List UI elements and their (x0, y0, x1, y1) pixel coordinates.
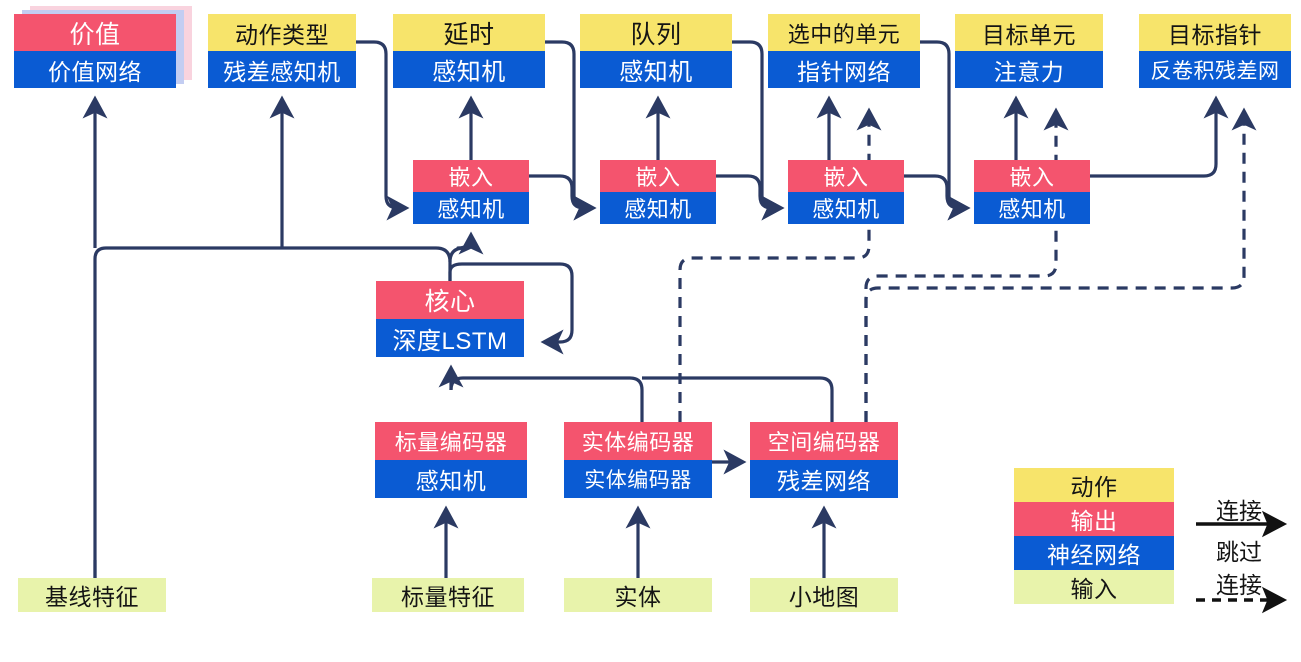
node-embed-4-bottom: 感知机 (974, 192, 1090, 224)
node-entity-encoder-top: 实体编码器 (564, 422, 712, 460)
node-spatial-encoder[interactable]: 空间编码器 残差网络 (750, 422, 898, 498)
node-queued[interactable]: 队列 感知机 (580, 14, 732, 88)
node-embed-2-bottom: 感知机 (600, 192, 716, 224)
node-delay-bottom: 感知机 (393, 51, 545, 88)
node-core-bottom: 深度LSTM (376, 319, 524, 357)
node-selected-units-bottom: 指针网络 (768, 51, 920, 88)
node-action-type-bottom: 残差感知机 (208, 51, 356, 88)
node-embed-4-top: 嵌入 (974, 160, 1090, 192)
node-embed-1-top: 嵌入 (413, 160, 529, 192)
node-selected-units-top: 选中的单元 (768, 14, 920, 51)
skip-connections (678, 107, 1257, 422)
node-target-unit-bottom: 注意力 (955, 51, 1103, 88)
node-entity-encoder[interactable]: 实体编码器 实体编码器 (564, 422, 712, 498)
input-entities[interactable]: 实体 (564, 578, 712, 612)
node-target-pointer-bottom: 反卷积残差网 (1139, 51, 1291, 88)
node-delay-top: 延时 (393, 14, 545, 51)
input-scalar-features[interactable]: 标量特征 (372, 578, 524, 612)
legend-row-input: 输入 (1014, 570, 1174, 604)
node-spatial-encoder-top: 空间编码器 (750, 422, 898, 460)
node-scalar-encoder-top: 标量编码器 (375, 422, 527, 460)
node-embed-2-top: 嵌入 (600, 160, 716, 192)
node-selected-units[interactable]: 选中的单元 指针网络 (768, 14, 920, 88)
node-embed-3-top: 嵌入 (788, 160, 904, 192)
node-target-pointer-top: 目标指针 (1139, 14, 1291, 51)
legend-row-output: 输出 (1014, 502, 1174, 536)
node-delay[interactable]: 延时 感知机 (393, 14, 545, 88)
node-value-bottom: 价值网络 (14, 51, 176, 88)
node-target-unit-top: 目标单元 (955, 14, 1103, 51)
node-target-unit[interactable]: 目标单元 注意力 (955, 14, 1103, 88)
node-embed-2[interactable]: 嵌入 感知机 (600, 160, 716, 224)
node-value-top: 价值 (14, 14, 176, 51)
node-core-top: 核心 (376, 281, 524, 319)
legend-color-key: 动作 输出 神经网络 输入 (1014, 468, 1174, 604)
node-embed-3[interactable]: 嵌入 感知机 (788, 160, 904, 224)
node-scalar-encoder-bottom: 感知机 (375, 460, 527, 498)
node-spatial-encoder-bottom: 残差网络 (750, 460, 898, 498)
node-queued-top: 队列 (580, 14, 732, 51)
node-target-pointer[interactable]: 目标指针 反卷积残差网 (1139, 14, 1291, 88)
node-scalar-encoder[interactable]: 标量编码器 感知机 (375, 422, 527, 498)
node-action-type-top: 动作类型 (208, 14, 356, 51)
legend-skip-label-line2: 连接 (1216, 572, 1262, 598)
legend-skip-label-line1: 跳过 (1216, 539, 1262, 565)
legend-row-neural-network: 神经网络 (1014, 536, 1174, 570)
input-minimap[interactable]: 小地图 (750, 578, 898, 612)
node-embed-4[interactable]: 嵌入 感知机 (974, 160, 1090, 224)
node-embed-1[interactable]: 嵌入 感知机 (413, 160, 529, 224)
node-embed-3-bottom: 感知机 (788, 192, 904, 224)
node-entity-encoder-bottom: 实体编码器 (564, 460, 712, 498)
node-core[interactable]: 核心 深度LSTM (376, 281, 524, 357)
input-baseline-features[interactable]: 基线特征 (18, 578, 166, 612)
node-value[interactable]: 价值 价值网络 (14, 14, 176, 88)
node-queued-bottom: 感知机 (580, 51, 732, 88)
legend-connection-label: 连接 (1216, 498, 1262, 524)
node-embed-1-bottom: 感知机 (413, 192, 529, 224)
legend-row-action: 动作 (1014, 468, 1174, 502)
node-action-type[interactable]: 动作类型 残差感知机 (208, 14, 356, 88)
